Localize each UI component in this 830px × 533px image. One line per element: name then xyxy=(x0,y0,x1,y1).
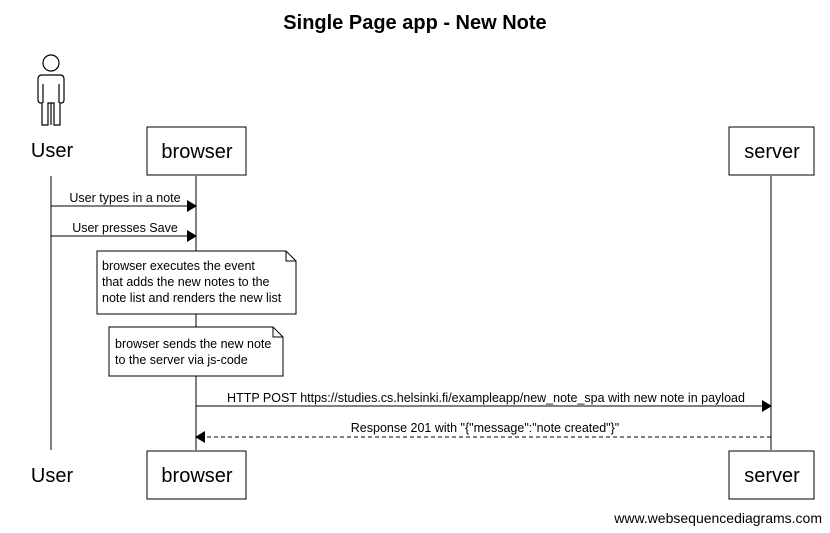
footer-watermark: www.websequencediagrams.com xyxy=(613,510,822,526)
message-label-4: Response 201 with "{"message":"note crea… xyxy=(351,421,619,435)
note-2-line-2: to the server via js-code xyxy=(115,353,248,367)
note-1-line-1: browser executes the event xyxy=(102,259,255,273)
participant-browser-bottom-label: browser xyxy=(161,465,232,487)
diagram-title: Single Page app - New Note xyxy=(283,12,546,34)
participant-server-top-label: server xyxy=(744,141,800,163)
note-2: browser sends the new note to the server… xyxy=(108,326,284,377)
note-1-line-2: that adds the new notes to the xyxy=(102,275,270,289)
participant-server-bottom-label: server xyxy=(744,465,800,487)
user-actor-icon xyxy=(37,54,65,126)
message-label-1: User types in a note xyxy=(69,191,180,205)
note-1: browser executes the event that adds the… xyxy=(96,250,297,315)
participant-user-top: User xyxy=(31,140,74,162)
participant-server-top xyxy=(728,126,815,176)
participant-browser-bottom xyxy=(146,450,247,500)
participant-browser-top xyxy=(146,126,247,176)
participant-server-bottom xyxy=(728,450,815,500)
participant-browser-top-label: browser xyxy=(161,141,232,163)
message-label-2: User presses Save xyxy=(72,221,178,235)
note-1-line-3: note list and renders the new list xyxy=(102,291,282,305)
message-label-3: HTTP POST https://studies.cs.helsinki.fi… xyxy=(227,391,745,405)
note-2-line-1: browser sends the new note xyxy=(115,337,271,351)
participant-user-bottom: User xyxy=(31,465,74,487)
